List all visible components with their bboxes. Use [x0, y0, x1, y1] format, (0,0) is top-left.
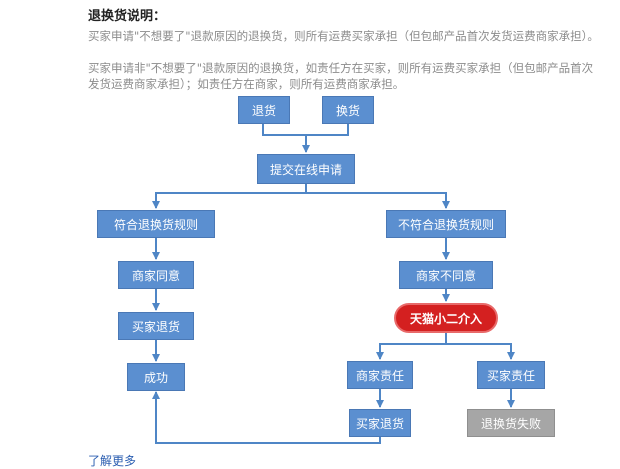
connector-split-right [306, 192, 450, 209]
success-node: 成功 [127, 363, 185, 391]
policy-paragraph-1: 买家申请"不想要了"退款原因的退换货，则所有运费买家承担（但包邮产品首次发货运费… [88, 29, 599, 43]
tmall-intervene-node: 天猫小二介入 [394, 303, 498, 333]
connector-exchange-merge [306, 124, 349, 136]
connector-loop-to-success [152, 391, 381, 444]
merchant-disagree-node: 商家不同意 [399, 261, 493, 289]
meets-rules-node: 符合退换货规则 [97, 210, 215, 238]
connector-to-buyer-fault [446, 343, 515, 360]
return-node: 退货 [238, 96, 290, 124]
submit-application-node: 提交在线申请 [257, 154, 355, 184]
connector-split-left [152, 192, 306, 209]
buyer-return-right-node: 买家退货 [349, 409, 411, 437]
merchant-agree-node: 商家同意 [118, 261, 194, 289]
connector-to-merchant-fault [376, 343, 446, 360]
buyer-return-left-node: 买家退货 [118, 312, 194, 340]
buyer-fault-node: 买家责任 [477, 361, 545, 389]
exchange-failed-node: 退换货失败 [467, 409, 555, 437]
exchange-node: 换货 [322, 96, 374, 124]
not-meets-rules-node: 不符合退换货规则 [386, 210, 506, 238]
policy-paragraph-2: 买家申请非"不想要了"退款原因的退换货，如责任方在买家，则所有运费买家承担（但包… [88, 61, 594, 91]
connector-return-merge [262, 124, 306, 136]
merchant-fault-node: 商家责任 [347, 361, 413, 389]
section-title: 退换货说明： [88, 9, 167, 24]
learn-more-link[interactable]: 了解更多 [88, 454, 137, 468]
